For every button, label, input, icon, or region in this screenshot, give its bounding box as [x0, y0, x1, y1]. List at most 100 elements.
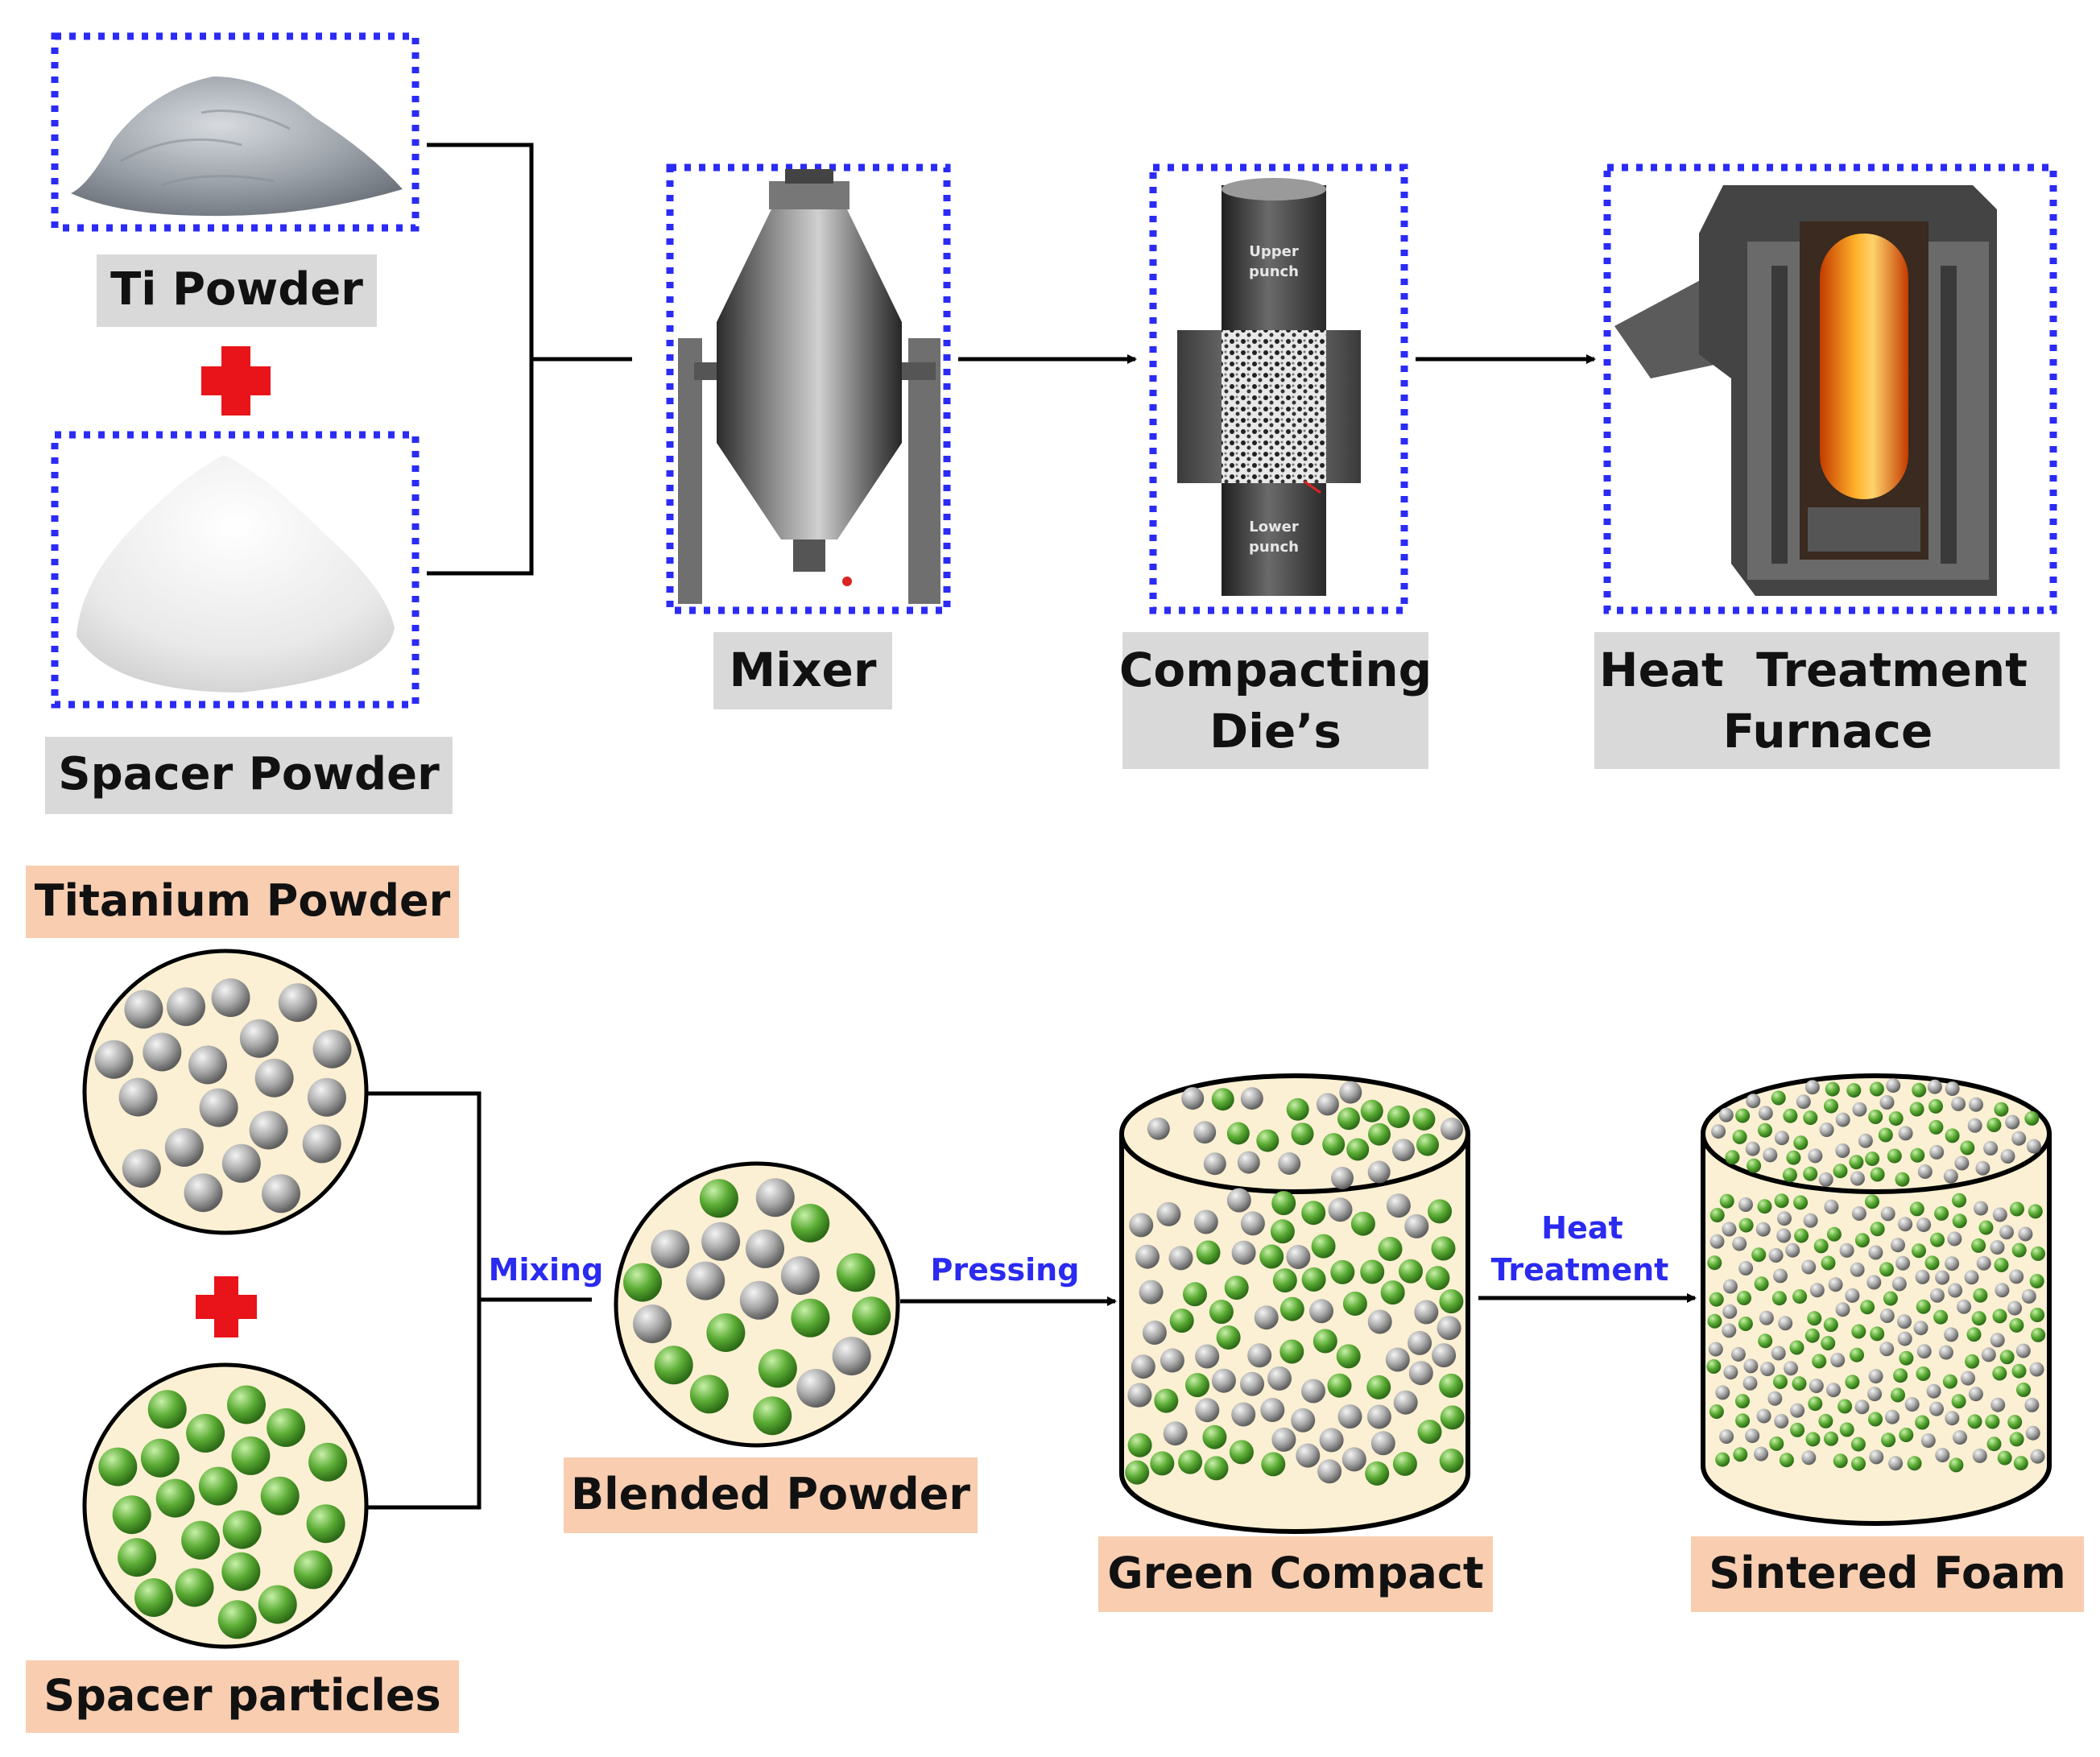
spacer-particle [1805, 1432, 1821, 1447]
furnace-label-line2: Furnace [1723, 704, 1933, 759]
titanium-particle [188, 1045, 227, 1085]
spacer-particle [1804, 1328, 1820, 1343]
spacer-particle [2024, 1110, 2040, 1126]
titanium-particle [1886, 1078, 1901, 1093]
spacer-particle [1823, 1317, 1838, 1333]
spacer-particle [1865, 1151, 1880, 1167]
furnace-label: Heat Treatment Furnace [1594, 632, 2060, 769]
mixer-label: Mixer [713, 632, 892, 709]
spacer-particle [2007, 1415, 2023, 1430]
titanium-particle [1920, 1433, 1936, 1449]
titanium-particle [1755, 1222, 1771, 1237]
titanium-particle [1718, 1107, 1734, 1122]
titanium-particle [1131, 1354, 1155, 1379]
spacer-particle [1439, 1449, 1464, 1473]
titanium-particle [2030, 1449, 2045, 1464]
spacer-particle [2009, 1201, 2024, 1217]
spacer-particle [1216, 1325, 1241, 1350]
spacer-particle [1336, 1344, 1361, 1369]
titanium-particle [1722, 1323, 1737, 1338]
spacer-particle [1999, 1350, 2015, 1365]
spacer-particle [1899, 1428, 1914, 1442]
titanium-particle [1240, 1211, 1265, 1236]
spacer-particle [1183, 1282, 1207, 1307]
spacer-particle [186, 1413, 225, 1453]
titanium-particle [249, 1110, 288, 1150]
spacer-particle [1416, 1133, 1439, 1156]
titanium-particle [1990, 1240, 2005, 1255]
spacer-particle [1824, 1098, 1838, 1114]
spacer-particle [1757, 1199, 1772, 1214]
titanium-particle [1851, 1206, 1866, 1221]
titanium-particle [1891, 1238, 1905, 1253]
titanium-particle [1316, 1093, 1339, 1116]
spacer-particle [1909, 1102, 1924, 1117]
spacer-particle [1868, 1110, 1883, 1124]
titanium-particle [1967, 1118, 1982, 1133]
titanium-particle [1240, 1371, 1264, 1396]
titanium-particle [1754, 1446, 1769, 1461]
titanium-particle [1301, 1379, 1325, 1404]
titanium-particles [94, 978, 352, 1213]
spacer-particle [1967, 1414, 1982, 1429]
titanium-particle [1773, 1268, 1788, 1284]
titanium-particle [164, 1127, 204, 1167]
spacer-particle [753, 1396, 792, 1436]
titanium-particle [1195, 1398, 1220, 1423]
upper-punch-label-1: Upper [1249, 243, 1299, 260]
spacer-particle [1185, 1373, 1209, 1398]
spacer-particle [1887, 1148, 1902, 1164]
titanium-particle [633, 1304, 672, 1344]
spacer-particle [623, 1263, 662, 1302]
spacer-particle [231, 1436, 271, 1475]
titanium-particle [1869, 1449, 1884, 1465]
mixer-image [666, 163, 951, 614]
spacer-particle [1209, 1300, 1234, 1325]
titanium-particle [1961, 1370, 1975, 1386]
spacer-particle [1387, 1106, 1410, 1128]
titanium-particle [307, 1077, 346, 1117]
titanium-particle [1328, 1197, 1353, 1222]
spacer-particle [2013, 1456, 2028, 1471]
titanium-particle [1367, 1309, 1392, 1334]
titanium-particle [755, 1178, 795, 1217]
spacer-powder-image [51, 431, 420, 709]
titanium-particle [167, 987, 205, 1027]
spacer-particle [1849, 1155, 1864, 1170]
spacer-particle [1330, 1259, 1355, 1284]
spacer-particle [1301, 1201, 1326, 1226]
spacer-particle [1821, 1336, 1836, 1351]
titanium-particle [2005, 1114, 2020, 1130]
titanium-particle [1722, 1222, 1737, 1237]
spacer-particle [1346, 1138, 1370, 1161]
spacer-particle [1821, 1255, 1836, 1271]
titanium-particle [312, 1029, 352, 1069]
spacer-particle [1973, 1288, 1988, 1303]
titanium-particle [1819, 1122, 1834, 1138]
spacer-particle [1888, 1111, 1904, 1127]
spacer-particle [1719, 1193, 1734, 1209]
titanium-particle [1990, 1333, 2005, 1348]
spacer-particle [1312, 1329, 1337, 1354]
titanium-particle [1969, 1097, 1983, 1112]
titanium-particle [1953, 1430, 1967, 1445]
spacer-particle [1226, 1122, 1250, 1145]
spacer-particle [1412, 1108, 1436, 1131]
spacer-particle [1928, 1098, 1943, 1114]
spacer-particle [147, 1390, 187, 1429]
spacer-particle [1737, 1291, 1751, 1305]
titanium-particle [1366, 1404, 1391, 1429]
spacer-particle [1912, 1243, 1926, 1259]
titanium-particle [1708, 1342, 1723, 1357]
compacting-label-line1: Compacting [1119, 643, 1432, 697]
titanium-particle [1341, 1447, 1366, 1472]
titanium-particle [1974, 1201, 1988, 1216]
titanium-particle [1260, 1398, 1285, 1422]
titanium-particle [1885, 1409, 1900, 1424]
spacer-particle [1392, 1451, 1417, 1476]
spacer-particle [1425, 1266, 1450, 1291]
spacer-particle [2016, 1383, 2031, 1397]
spacer-particle [1735, 1108, 1751, 1123]
spacer-particle [1916, 1299, 1931, 1314]
titanium-particle [1944, 1327, 1959, 1342]
